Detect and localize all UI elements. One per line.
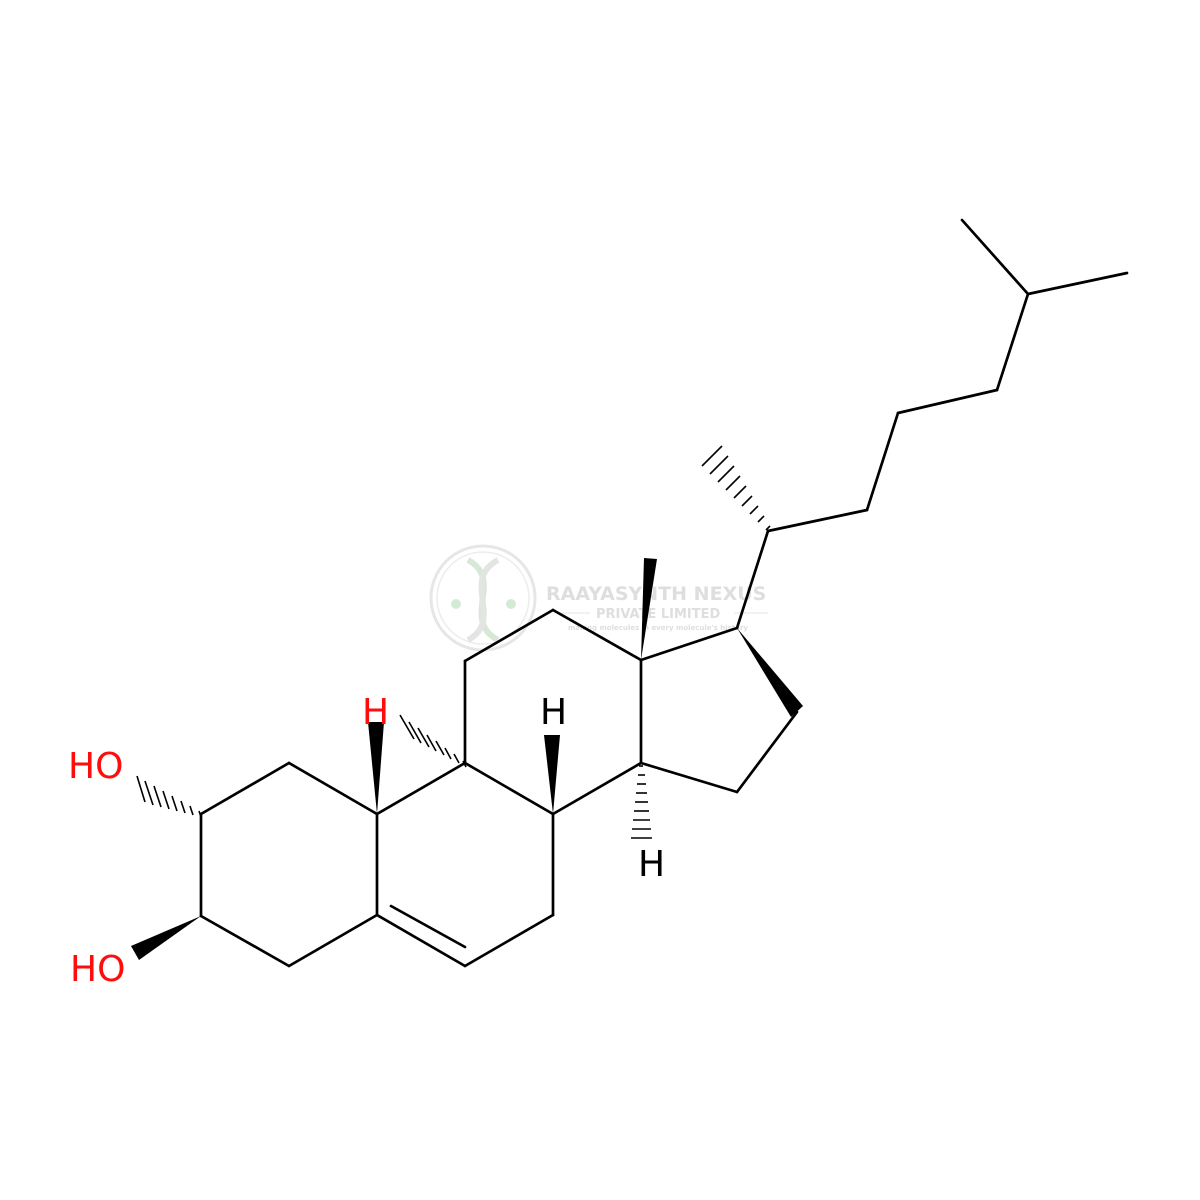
hash-c2-oh [136, 775, 202, 818]
hash-c20-methyl [701, 445, 771, 531]
bond-c5-c6 [375, 913, 467, 968]
bond-c17-c20 [735, 529, 770, 630]
bond-c10-c1 [287, 761, 379, 816]
bond-c25-c27 [1026, 271, 1129, 296]
hashed-bonds [136, 445, 771, 839]
watermark-company: RAAYASYNTH NEXUS [546, 583, 766, 605]
bond-c13-c17 [639, 626, 739, 662]
bond-c22-c23 [865, 411, 900, 512]
bond-c5-c6-double [389, 904, 467, 949]
watermark: RAAYASYNTH NEXUS PRIVATE LIMITED making … [429, 544, 768, 652]
bond-c24-c25 [995, 292, 1030, 392]
wedge-c17-c16 [737, 628, 803, 717]
label-oh-upper: HO [68, 746, 123, 787]
bond-c8-c9 [463, 761, 555, 816]
bond-c16-c15 [735, 710, 799, 794]
bond-c6-c7 [463, 913, 555, 968]
bond-c12-c13 [551, 608, 643, 662]
label-h-c9: H [362, 692, 389, 733]
bond-c20-c22 [766, 508, 869, 533]
watermark-subtitle: PRIVATE LIMITED [596, 607, 721, 622]
wedge-c8-h [544, 735, 560, 814]
hash-c14-h [631, 765, 652, 839]
wedge-c3-oh [131, 916, 201, 960]
atom-labels: HO HO H H H [68, 692, 665, 990]
bond-c23-c24 [896, 388, 999, 415]
label-h-c8: H [540, 692, 567, 733]
label-h-c14: H [638, 844, 665, 885]
wedge-c10-h [368, 722, 384, 814]
skeletal-bonds [199, 218, 1129, 968]
bond-c1-c2 [199, 761, 291, 816]
label-oh-lower: HO [70, 949, 125, 990]
bond-c15-c14 [639, 761, 739, 794]
wedge-bonds [131, 558, 803, 960]
wedge-c13-methyl [641, 558, 657, 660]
hash-c9-h [399, 714, 467, 768]
dna-helix-logo-icon [429, 544, 537, 652]
bond-c3-c4 [199, 914, 291, 968]
watermark-tagline: making molecules in every molecule's his… [568, 624, 748, 632]
bond-c9-c10 [375, 761, 467, 816]
bond-c11-c12 [463, 608, 555, 663]
bond-c4-c5 [287, 913, 379, 968]
bond-c25-c26 [960, 218, 1030, 296]
bond-c14-c8 [551, 761, 643, 816]
